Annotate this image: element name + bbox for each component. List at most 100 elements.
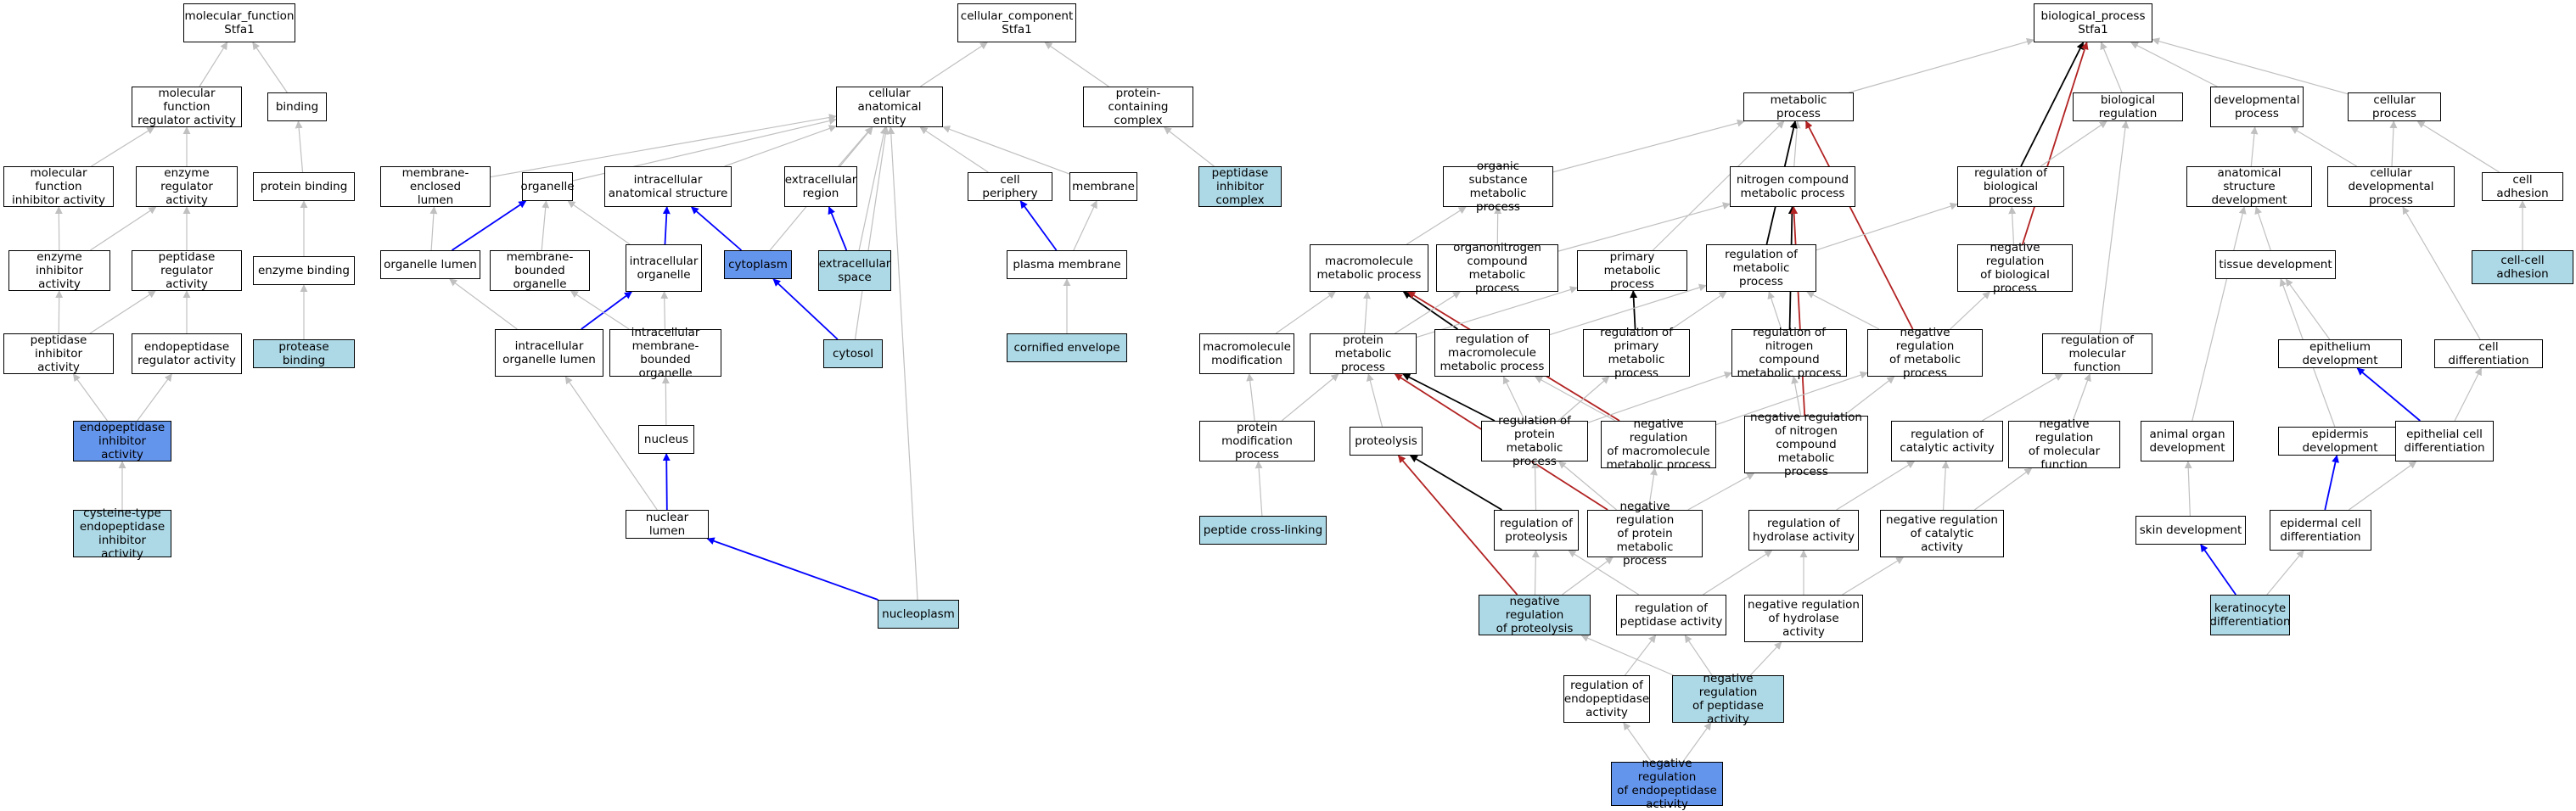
term-node-rprot[interactable]: regulation of proteolysis	[1494, 510, 1579, 551]
term-node-pmodp[interactable]: protein modification process	[1199, 421, 1315, 461]
term-node-rmp[interactable]: regulation of metabolic process	[1706, 244, 1816, 292]
term-node-cc_root[interactable]: cellular_component Stfa1	[957, 3, 1076, 42]
term-node-cperi[interactable]: cell periphery	[968, 172, 1052, 201]
term-node-epidev[interactable]: epithelium development	[2278, 339, 2402, 368]
term-node-nrncmp[interactable]: negative regulation of nitrogen compound…	[1744, 416, 1868, 473]
term-node-rmf[interactable]: regulation of molecular function	[2042, 333, 2152, 374]
term-node-nrea[interactable]: negative regulation of endopeptidase act…	[1611, 762, 1723, 806]
term-node-rpmp[interactable]: regulation of primary metabolic process	[1583, 329, 1690, 377]
term-node-ctepia[interactable]: cysteine-type endopeptidase inhibitor ac…	[73, 510, 171, 557]
term-node-cellproc[interactable]: cellular process	[2348, 92, 2441, 121]
term-node-pbind[interactable]: protein binding	[253, 172, 355, 201]
term-node-ebind[interactable]: enzyme binding	[253, 256, 355, 285]
term-node-nrmf[interactable]: negative regulation of molecular functio…	[2008, 421, 2120, 468]
term-node-ias[interactable]: intracellular anatomical structure	[604, 166, 732, 207]
term-node-devproc[interactable]: developmental process	[2210, 87, 2304, 127]
term-node-mf_root[interactable]: molecular_function Stfa1	[183, 3, 295, 42]
edge-io-to-organelle	[568, 201, 630, 244]
term-node-io[interactable]: intracellular organelle	[626, 244, 702, 292]
term-node-mfia[interactable]: molecular function inhibitor activity	[3, 166, 114, 207]
term-node-mbo[interactable]: membrane-bounded organelle	[490, 250, 590, 291]
term-node-protb[interactable]: protease binding	[253, 339, 355, 368]
term-node-epra[interactable]: endopeptidase regulator activity	[132, 333, 242, 374]
term-node-binding[interactable]: binding	[267, 92, 327, 121]
term-node-cca[interactable]: cell-cell adhesion	[2472, 250, 2573, 284]
term-node-osmp[interactable]: organic substance metabolic process	[1443, 166, 1553, 207]
term-node-rbp[interactable]: regulation of biological process	[1957, 166, 2064, 207]
term-node-cadh[interactable]: cell adhesion	[2482, 172, 2563, 201]
term-node-proteolysis[interactable]: proteolysis	[1350, 427, 1423, 456]
edge-pmodp-to-mmod	[1249, 374, 1254, 421]
term-node-epiddev[interactable]: epidermis development	[2278, 427, 2402, 456]
term-node-olumen[interactable]: organelle lumen	[380, 250, 480, 279]
term-node-nrprotmp[interactable]: negative regulation of protein metabolic…	[1587, 510, 1703, 557]
term-node-bp_root[interactable]: biological_process Stfa1	[2034, 3, 2152, 42]
term-node-aod[interactable]: animal organ development	[2141, 421, 2234, 461]
term-node-pra[interactable]: peptidase regulator activity	[132, 250, 242, 291]
term-node-epia[interactable]: endopeptidase inhibitor activity	[73, 421, 171, 461]
term-node-tdev[interactable]: tissue development	[2215, 250, 2336, 279]
term-node-rprotmp[interactable]: regulation of protein metabolic process	[1481, 421, 1588, 461]
term-node-cytosol[interactable]: cytosol	[823, 339, 883, 368]
term-node-era[interactable]: enzyme regulator activity	[136, 166, 238, 207]
term-node-protmp[interactable]: protein metabolic process	[1310, 333, 1417, 374]
term-node-pmem[interactable]: plasma membrane	[1007, 250, 1127, 279]
term-node-cenv[interactable]: cornified envelope	[1007, 333, 1127, 362]
term-node-exspace[interactable]: extracellular space	[818, 250, 891, 291]
term-node-kdiff[interactable]: keratinocyte differentiation	[2210, 595, 2290, 635]
term-node-nucleus[interactable]: nucleus	[638, 425, 694, 454]
edge-mmod-to-mmp	[1276, 292, 1335, 333]
term-node-celldiff[interactable]: cell differentiation	[2434, 339, 2543, 368]
term-node-pmetp[interactable]: primary metabolic process	[1577, 250, 1687, 291]
term-node-cytoplasm[interactable]: cytoplasm	[724, 250, 792, 279]
term-node-skindev[interactable]: skin development	[2135, 516, 2246, 545]
term-node-rncmp[interactable]: regulation of nitrogen compound metaboli…	[1731, 329, 1847, 377]
term-node-eia[interactable]: enzyme inhibitor activity	[8, 250, 110, 291]
term-node-nrpa[interactable]: negative regulation of peptidase activit…	[1672, 675, 1784, 723]
term-node-mmp[interactable]: macromolecule metabolic process	[1310, 244, 1428, 292]
term-node-asd[interactable]: anatomical structure development	[2186, 166, 2312, 207]
term-node-rmmp[interactable]: regulation of macromolecule metabolic pr…	[1434, 329, 1550, 377]
term-node-nrmmp[interactable]: negative regulation of macromolecule met…	[1601, 421, 1716, 468]
term-node-organelle[interactable]: organelle	[522, 172, 573, 201]
edge-cperi-to-cae	[920, 127, 988, 172]
term-node-oncmp[interactable]: organonitrogen compound metabolic proces…	[1436, 244, 1558, 292]
term-node-rca[interactable]: regulation of catalytic activity	[1891, 421, 2003, 461]
term-node-nucleoplasm[interactable]: nucleoplasm	[878, 600, 959, 629]
edge-devproc-to-bp_root	[2131, 42, 2217, 87]
term-node-nrprot[interactable]: negative regulation of proteolysis	[1479, 595, 1591, 635]
term-node-pcl[interactable]: peptide cross-linking	[1199, 516, 1327, 545]
term-node-nrmp[interactable]: negative regulation of metabolic process	[1867, 329, 1983, 377]
term-node-mfra[interactable]: molecular function regulator activity	[132, 87, 242, 127]
term-node-nrha[interactable]: negative regulation of hydrolase activit…	[1744, 595, 1863, 642]
term-node-bioreg[interactable]: biological regulation	[2073, 92, 2183, 121]
term-node-cae[interactable]: cellular anatomical entity	[836, 87, 943, 127]
edge-binding-to-mf_root	[253, 42, 288, 92]
term-node-ecdiff[interactable]: epidermal cell differentiation	[2270, 510, 2371, 551]
edge-rca-to-rmf	[1982, 374, 2062, 421]
term-node-nlumen[interactable]: nuclear lumen	[626, 510, 709, 539]
term-node-membrane[interactable]: membrane	[1069, 172, 1137, 201]
edge-cadh-to-cellproc	[2417, 121, 2499, 172]
edge-pmodp-to-protmp	[1282, 374, 1339, 421]
term-node-ecd[interactable]: epithelial cell differentiation	[2395, 421, 2494, 461]
term-node-pia[interactable]: peptidase inhibitor activity	[3, 333, 114, 374]
edge-osmp-to-metproc	[1553, 121, 1744, 172]
term-node-rpa[interactable]: regulation of peptidase activity	[1616, 595, 1726, 635]
term-node-rea[interactable]: regulation of endopeptidase activity	[1563, 675, 1650, 723]
term-node-metproc[interactable]: metabolic process	[1743, 92, 1854, 121]
term-node-pcc[interactable]: protein-containing complex	[1083, 87, 1193, 127]
term-node-mel[interactable]: membrane-enclosed lumen	[380, 166, 491, 207]
term-node-imbo[interactable]: intracellular membrane-bounded organelle	[609, 329, 721, 377]
term-node-iol[interactable]: intracellular organelle lumen	[495, 329, 603, 377]
term-node-mmod[interactable]: macromolecule modification	[1199, 333, 1294, 374]
term-node-cdp[interactable]: cellular developmental process	[2327, 166, 2455, 207]
edge-asd-to-devproc	[2251, 127, 2254, 166]
term-node-nrbp[interactable]: negative regulation of biological proces…	[1957, 244, 2073, 292]
term-node-rha[interactable]: regulation of hydrolase activity	[1748, 510, 1859, 551]
term-node-pic[interactable]: peptidase inhibitor complex	[1198, 166, 1282, 207]
term-node-exreg[interactable]: extracellular region	[784, 166, 857, 207]
edge-nrha-to-nrca	[1843, 557, 1904, 595]
term-node-nrca[interactable]: negative regulation of catalytic activit…	[1880, 510, 2004, 557]
term-node-ncmp[interactable]: nitrogen compound metabolic process	[1730, 166, 1855, 207]
